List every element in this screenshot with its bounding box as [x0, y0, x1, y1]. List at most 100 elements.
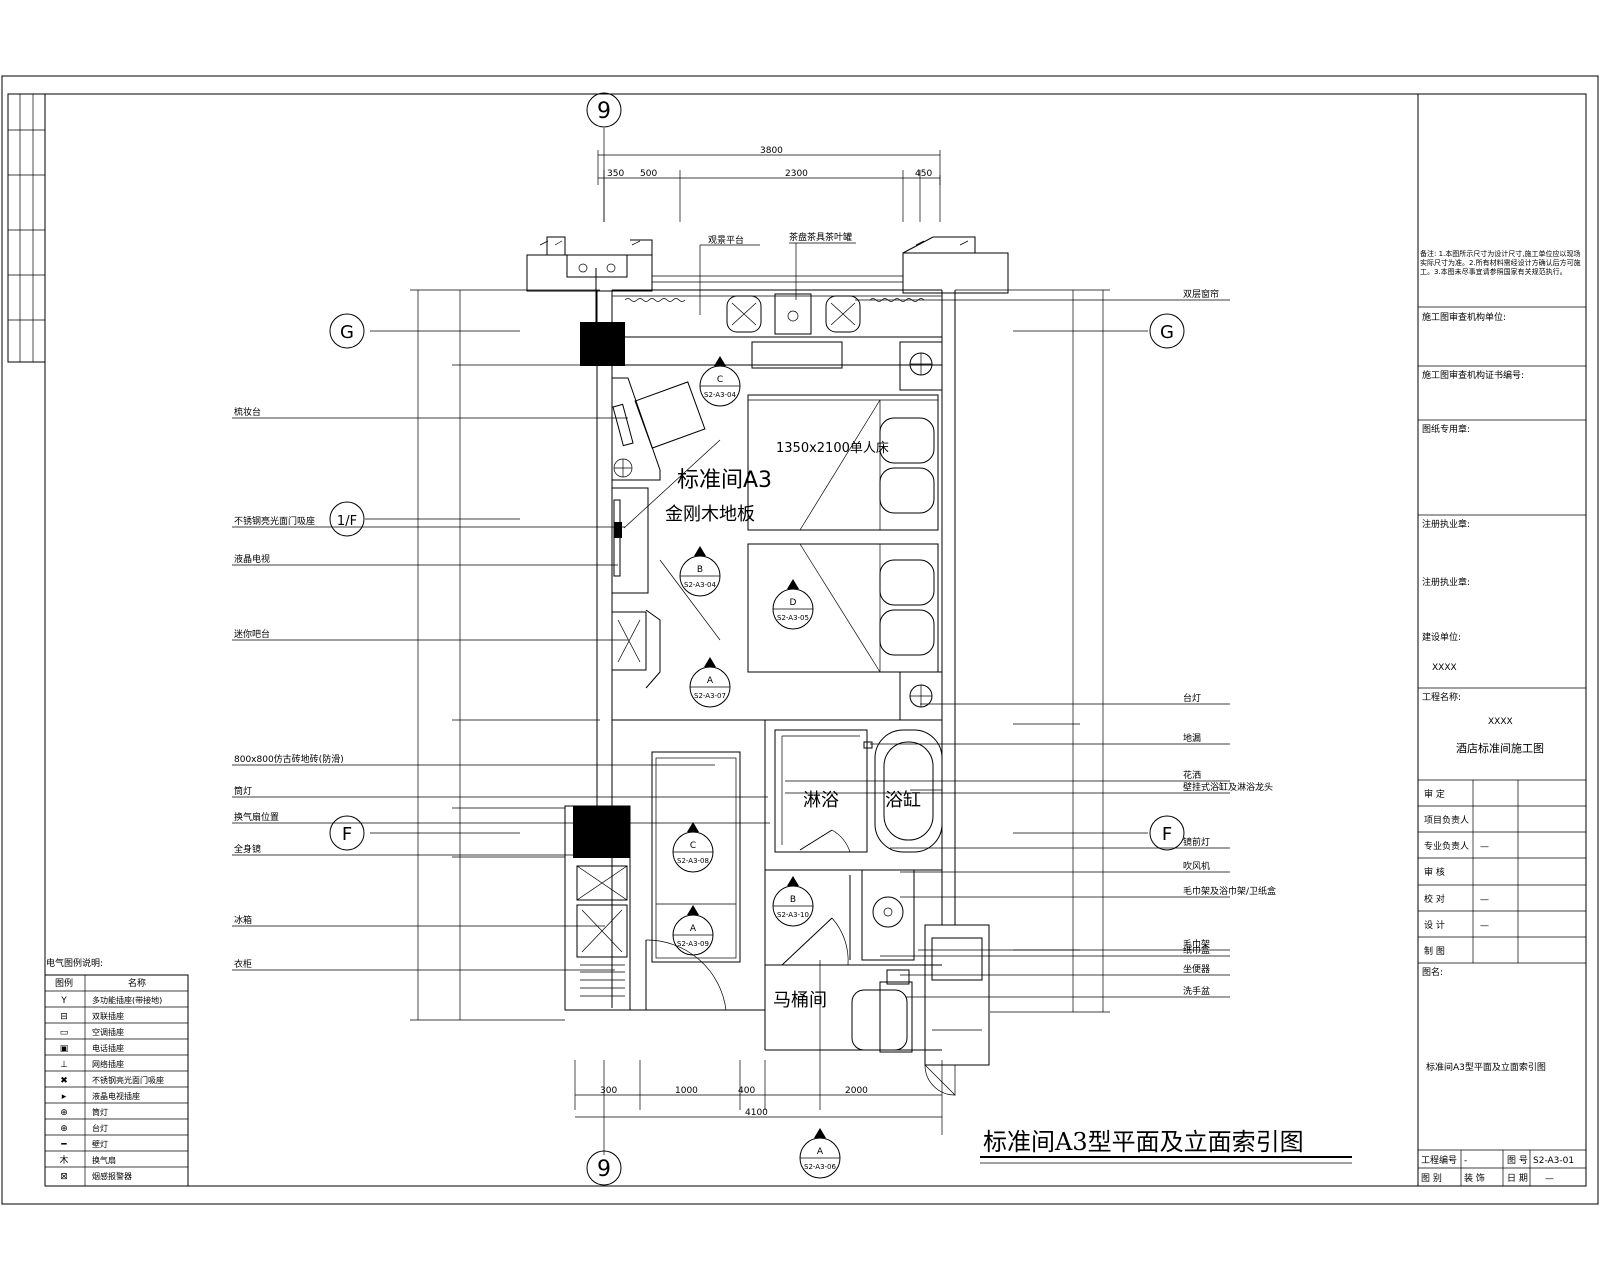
index-markers: CS2-A3-04BS2-A3-04DS2-A3-05AS2-A3-07CS2-… — [672, 356, 841, 1179]
date-label: 日 期 — [1507, 1173, 1528, 1184]
side-dimensions — [410, 289, 1110, 1021]
legend-symbol-11: ⊠ — [60, 1172, 68, 1182]
axis-bubble-bottom: 9 — [586, 1150, 622, 1186]
legend-symbol-0: Y — [60, 996, 67, 1006]
top-label-1: 茶盘茶具茶叶罐 — [789, 231, 852, 243]
left-leader-4: 800x800仿古砖地砖(防滑) — [232, 753, 715, 766]
legend-name-11: 烟感报警器 — [92, 1171, 132, 1181]
left-label-6: 换气扇位置 — [234, 811, 279, 823]
legend-symbol-9: ━ — [60, 1140, 67, 1150]
legend-symbol-5: ✖ — [60, 1076, 68, 1086]
right-label-10: 坐便器 — [1183, 963, 1210, 975]
legend-symbol-2: ▭ — [60, 1028, 69, 1038]
right-leader-3: 花洒 — [785, 769, 1230, 782]
axis-bubble-left-middle: 1/F — [329, 501, 365, 537]
index-marker-0: CS2-A3-04 — [699, 356, 741, 407]
legend-symbol-3: ▣ — [60, 1044, 69, 1054]
left-leader-6: 换气扇位置 — [232, 811, 770, 824]
index-marker-code-2: S2-A3-05 — [777, 614, 809, 622]
index-marker-letter-4: C — [690, 841, 696, 851]
legend-header-name: 名称 — [128, 977, 146, 989]
project-label: 工程名称: — [1422, 691, 1461, 703]
dim-top-total: 3800 — [760, 146, 783, 156]
reg-eng-label-2: 注册执业章: — [1422, 576, 1470, 588]
index-marker-code-3: S2-A3-07 — [694, 692, 726, 700]
project-no-label: 工程编号 — [1421, 1154, 1457, 1166]
axis-bottom-label: 9 — [597, 1157, 611, 1182]
review-cert-label: 施工图审查机构证书编号: — [1422, 369, 1524, 381]
right-label-1: 台灯 — [1183, 692, 1201, 704]
left-leader-0: 梳妆台 — [232, 406, 628, 419]
legend-symbol-4: ⊥ — [60, 1060, 68, 1070]
index-marker-7: AS2-A3-06 — [799, 1128, 841, 1179]
dim-top-seg-2: 2300 — [785, 169, 808, 179]
right-leader-9: 纸巾盒 — [880, 944, 1230, 957]
index-marker-letter-2: D — [790, 598, 797, 608]
left-label-0: 梳妆台 — [234, 406, 261, 418]
left-label-9: 衣柜 — [234, 958, 252, 970]
index-marker-code-6: S2-A3-10 — [777, 911, 809, 919]
dim-top-seg-1: 500 — [640, 169, 657, 179]
left-leader-5: 筒灯 — [232, 785, 768, 798]
legend-name-9: 壁灯 — [92, 1139, 108, 1149]
left-leader-9: 衣柜 — [232, 958, 615, 971]
role-5: 设 计 — [1424, 919, 1445, 931]
index-marker-6: BS2-A3-10 — [772, 876, 814, 927]
toilet-room-label: 马桶间 — [773, 990, 827, 1011]
left-label-5: 筒灯 — [234, 785, 252, 797]
left-leader-1: 不锈钢亮光面门吸座 — [232, 515, 625, 528]
axis-bubble-right-upper: G — [1149, 313, 1185, 349]
dim-bottom-seg-2: 400 — [738, 1086, 755, 1096]
shower-label: 淋浴 — [803, 790, 839, 811]
axis-left-middle-label: 1/F — [337, 514, 357, 529]
right-leader-7: 毛巾架及浴巾架/卫纸盒 — [900, 885, 1276, 898]
project-value: XXXX — [1488, 717, 1513, 727]
right-leader-6: 吹风机 — [900, 860, 1230, 873]
room-name: 标准间A3 — [677, 468, 772, 493]
sheet-no-label: 图 号 — [1507, 1155, 1528, 1166]
index-marker-letter-1: B — [697, 565, 703, 575]
axis-lines — [365, 128, 1148, 1155]
axis-top-label: 9 — [597, 99, 611, 124]
right-label-4: 壁挂式浴缸及淋浴龙头 — [1183, 781, 1273, 793]
drawing-name-label: 图名: — [1422, 966, 1443, 978]
index-marker-letter-3: A — [707, 676, 714, 686]
role-mark-4: — — [1480, 895, 1489, 905]
legend-header-symbol: 图例 — [55, 977, 73, 989]
right-label-7: 毛巾架及浴巾架/卫纸盒 — [1183, 885, 1276, 897]
index-marker-code-0: S2-A3-04 — [704, 391, 736, 399]
right-leader-2: 地漏 — [870, 732, 1230, 745]
reg-eng-label-1: 注册执业章: — [1422, 518, 1470, 530]
right-label-2: 地漏 — [1183, 732, 1201, 744]
axis-right-upper-label: G — [1160, 322, 1174, 343]
drawing-name-value: 标准间A3型平面及立面索引图 — [1426, 1061, 1546, 1073]
builder-label: 建设单位: — [1422, 631, 1461, 643]
builder-value: XXXX — [1432, 663, 1457, 673]
legend-symbol-7: ⊕ — [60, 1108, 68, 1118]
plan-walls — [526, 236, 1009, 1096]
left-leaders: 梳妆台不锈钢亮光面门吸座液晶电视迷你吧台800x800仿古砖地砖(防滑)筒灯换气… — [232, 406, 770, 971]
index-marker-code-1: S2-A3-04 — [684, 581, 716, 589]
legend-symbol-8: ⊕ — [60, 1124, 68, 1134]
left-leader-7: 全身镜 — [232, 843, 600, 856]
bed-label: 1350x2100单人床 — [776, 441, 889, 456]
axis-right-lower-label: F — [1162, 824, 1172, 845]
stamp-label: 图纸专用章: — [1422, 423, 1470, 435]
dim-bottom-seg-3: 2000 — [845, 1086, 868, 1096]
index-marker-letter-7: A — [817, 1147, 824, 1157]
legend-name-7: 筒灯 — [92, 1107, 108, 1117]
date-value: — — [1545, 1174, 1554, 1184]
axis-bubble-left-lower: F — [329, 815, 365, 851]
legend-name-1: 双联插座 — [92, 1011, 124, 1021]
category-label: 图 别 — [1421, 1173, 1442, 1184]
left-label-2: 液晶电视 — [234, 553, 270, 565]
index-marker-2: D S2-A3-05 — [772, 579, 814, 630]
right-leader-0: 双层窗帘 — [855, 288, 1230, 301]
left-label-4: 800x800仿古砖地砖(防滑) — [234, 753, 344, 765]
title-block-notes: 备注: 1.本图所示尺寸为设计尺寸,施工单位应以现场实际尺寸为准。2.所有材料需… — [1420, 250, 1581, 276]
axis-bubble-right-lower: F — [1149, 815, 1185, 851]
legend-symbol-1: ⊟ — [60, 1012, 68, 1022]
dim-bottom-total: 4100 — [745, 1108, 768, 1118]
index-marker-3: A S2-A3-07 — [689, 657, 731, 708]
binding-strip — [7, 93, 46, 363]
